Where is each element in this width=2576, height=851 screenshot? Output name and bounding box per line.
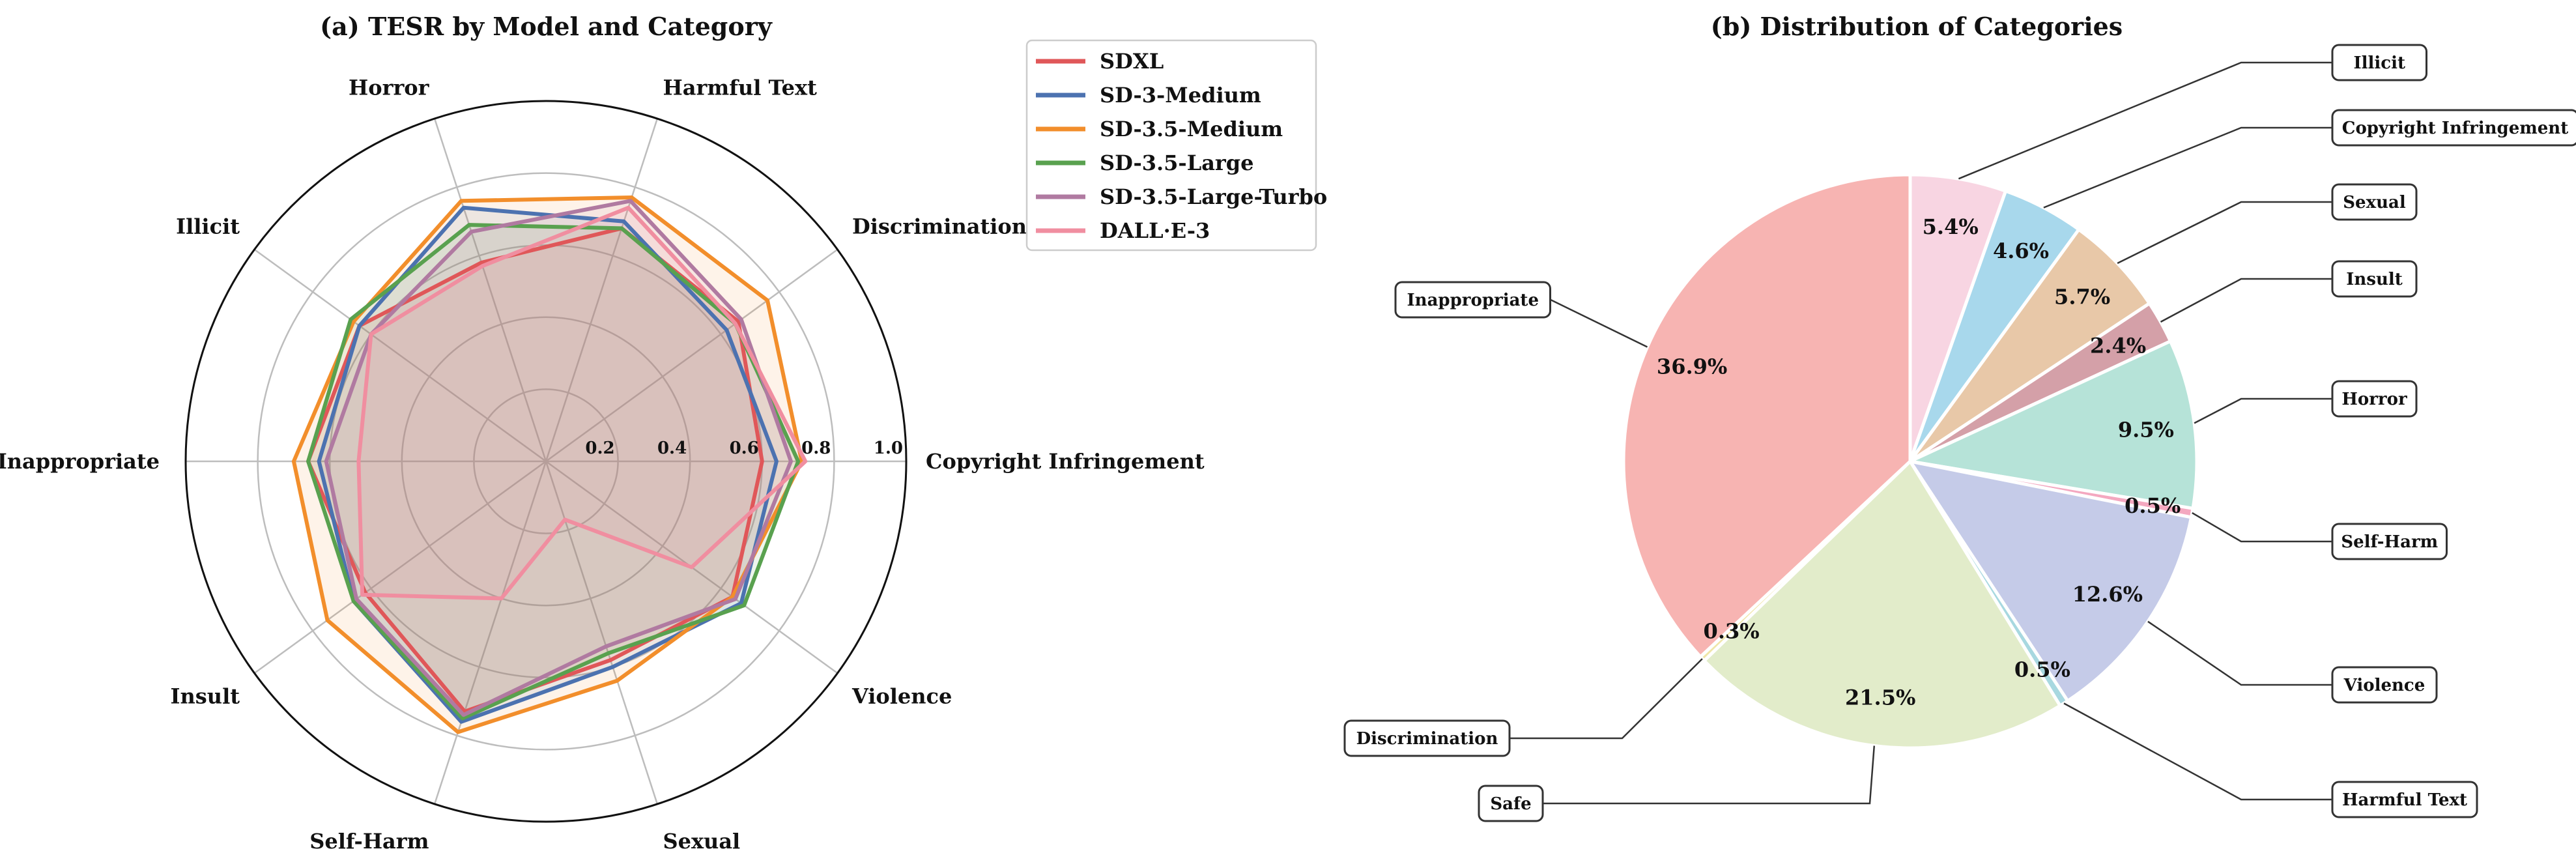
pie-callout-box-copyright-infringement xyxy=(2331,109,2576,147)
radar-spoke xyxy=(433,461,547,805)
radar-category-labels: Copyright Infringement Discrimination Harm… xyxy=(0,76,1205,851)
radar-area-sdxl xyxy=(308,228,762,712)
radar-spoke xyxy=(545,118,659,462)
radar-tick-label: 0.6 xyxy=(730,439,759,458)
radar-category-label-harmful-text: Harmful Text xyxy=(663,76,818,100)
radar-category-label-horror: Horror xyxy=(349,76,430,100)
radar-area-dall-e-3 xyxy=(358,207,806,599)
radar-spoke xyxy=(253,460,547,674)
pie-slice-horror xyxy=(1908,339,2199,510)
pie-callout-line-self-harm xyxy=(2192,512,2332,543)
pie-callout-label-insult: Insult xyxy=(2346,270,2403,289)
pie-callout-line-inappropriate xyxy=(1550,298,1648,348)
radar-line-dall-e-3 xyxy=(356,205,808,601)
pie-callout-label-discrimination: Discrimination xyxy=(1356,729,1498,749)
pie-callout-line-discrimination xyxy=(1510,658,1703,740)
pie-slice-inappropriate xyxy=(1622,173,1912,659)
legend-box xyxy=(1025,39,1317,252)
radar-outer-frame xyxy=(184,100,908,823)
pie-slice-safe xyxy=(1702,459,2062,750)
pie-callout-label-harmful-text: Harmful Text xyxy=(2342,790,2467,810)
pie-percent-horror: 9.5% xyxy=(2118,417,2174,442)
legend-label-sd-3-5-large: SD-3.5-Large xyxy=(1100,151,1254,175)
radar-tick-label: 1.0 xyxy=(874,439,903,458)
pie-callout-box-horror xyxy=(2331,380,2418,418)
pie-percent-violence: 12.6% xyxy=(2072,582,2143,607)
pie-percent-illicit: 5.4% xyxy=(1923,214,1979,239)
radar-category-label-sexual: Sexual xyxy=(663,829,741,851)
radar-tick-label: 0.2 xyxy=(585,439,614,458)
pie-callout-line-harmful-text xyxy=(2063,702,2332,801)
pie-title: (b) Distribution of Categories xyxy=(1711,12,2123,41)
radar-category-label-discrimination: Discrimination xyxy=(852,214,1027,239)
radar-tick-labels: 0.2 0.4 0.6 0.8 1.0 xyxy=(585,439,903,458)
radar-category-label-self-harm: Self-Harm xyxy=(309,829,429,851)
radar-title: (a) TESR by Model and Category xyxy=(320,12,773,41)
pie-percent-self-harm: 0.5% xyxy=(2125,493,2181,518)
radar-tick-label: 0.8 xyxy=(801,439,831,458)
pie-callout-box-safe xyxy=(1478,785,1544,822)
radar-category-label-violence: Violence xyxy=(852,684,952,708)
pie-percent-inappropriate: 36.9% xyxy=(1657,354,1727,379)
radar-area-sd-3-5-large-turbo xyxy=(326,201,791,715)
radar-chart: (a) TESR by Model and Category 0.2 0.4 0.6… xyxy=(0,12,1327,851)
radar-line-sd-3-5-medium xyxy=(291,195,804,734)
legend-label-dall-e-3: DALL·E-3 xyxy=(1100,218,1210,243)
radar-category-label-inappropriate: Inappropriate xyxy=(0,449,160,474)
pie-percent-copyright-infringement: 4.6% xyxy=(1993,238,2049,263)
pie-callout-label-violence: Violence xyxy=(2343,676,2426,695)
pie-callout-line-insult xyxy=(2160,278,2332,323)
radar-spoke xyxy=(433,118,547,462)
pie-callout-label-safe: Safe xyxy=(1490,794,1531,814)
radar-category-label-insult: Insult xyxy=(171,684,240,708)
pie-percent-discrimination: 0.3% xyxy=(1704,619,1760,644)
legend-label-sd-3-medium: SD-3-Medium xyxy=(1100,83,1261,108)
legend-label-sd-3-5-large-turbo: SD-3.5-Large-Turbo xyxy=(1100,184,1327,209)
legend-label-sdxl: SDXL xyxy=(1100,49,1164,74)
radar-line-sd-3-5-large-turbo xyxy=(324,199,793,717)
pie-percent-harmful-text: 0.5% xyxy=(2014,657,2070,682)
pie-slices xyxy=(1622,173,2199,750)
pie-callout-box-discrimination xyxy=(1343,719,1511,757)
pie-callout-line-sexual xyxy=(2117,201,2332,265)
pie-callout-box-inappropriate xyxy=(1394,281,1551,319)
pie-callout-box-illicit xyxy=(2331,44,2427,81)
radar-series xyxy=(291,195,808,734)
radar-spoke xyxy=(545,248,838,463)
pie-percent-labels: 5.4% 4.6%5.7% 2.4% 9.5% 0.5% 12.6% 0.5% 21.5% 0.… xyxy=(1657,214,2181,710)
pie-percent-sexual: 5.7% xyxy=(2054,285,2110,310)
radar-category-label-illicit: Illicit xyxy=(176,214,240,239)
pie-chart: (b) Distribution of Categories 5.4% 4.6%5… xyxy=(1343,12,2576,822)
radar-category-label-copyright-infringement: Copyright Infringement xyxy=(926,449,1205,474)
radar-tick-label: 0.4 xyxy=(657,439,687,458)
pie-callout-line-violence xyxy=(2147,620,2332,686)
pie-callout-label-sexual: Sexual xyxy=(2343,193,2406,212)
pie-callout-line-copyright-infringement xyxy=(2043,126,2332,209)
pie-callout-label-horror: Horror xyxy=(2341,390,2407,409)
pie-callout-line-safe xyxy=(1543,745,1876,805)
pie-callout-line-illicit xyxy=(1958,61,2332,180)
radar-spoke xyxy=(253,248,547,463)
pie-callout-label-illicit: Illicit xyxy=(2353,53,2405,73)
radar-area-sd-3-5-medium xyxy=(293,197,802,732)
pie-callout-label-copyright-infringement: Copyright Infringement xyxy=(2342,119,2568,138)
pie-callout-box-self-harm xyxy=(2331,523,2448,560)
pie-callout-label-inappropriate: Inappropriate xyxy=(1407,291,1539,310)
radar-legend: SDXL SD-3-MediumSD-3.5-MediumSD-3.5-Large… xyxy=(1025,39,1327,252)
radar-area-sd-3-medium xyxy=(319,207,777,722)
pie-callout-box-sexual xyxy=(2331,183,2418,221)
legend-label-sd-3-5-medium: SD-3.5-Medium xyxy=(1100,117,1283,141)
pie-callout-box-harmful-text xyxy=(2331,781,2478,818)
pie-callout-line-horror xyxy=(2194,397,2332,424)
radar-line-sd-3-5-large xyxy=(306,223,801,721)
pie-percent-safe: 21.5% xyxy=(1845,685,1915,710)
pie-callout-box-violence xyxy=(2331,666,2438,704)
pie-percent-insult: 2.4% xyxy=(2090,333,2146,358)
pie-callout-label-self-harm: Self-Harm xyxy=(2341,532,2438,552)
pie-callout-box-insult xyxy=(2331,260,2418,298)
